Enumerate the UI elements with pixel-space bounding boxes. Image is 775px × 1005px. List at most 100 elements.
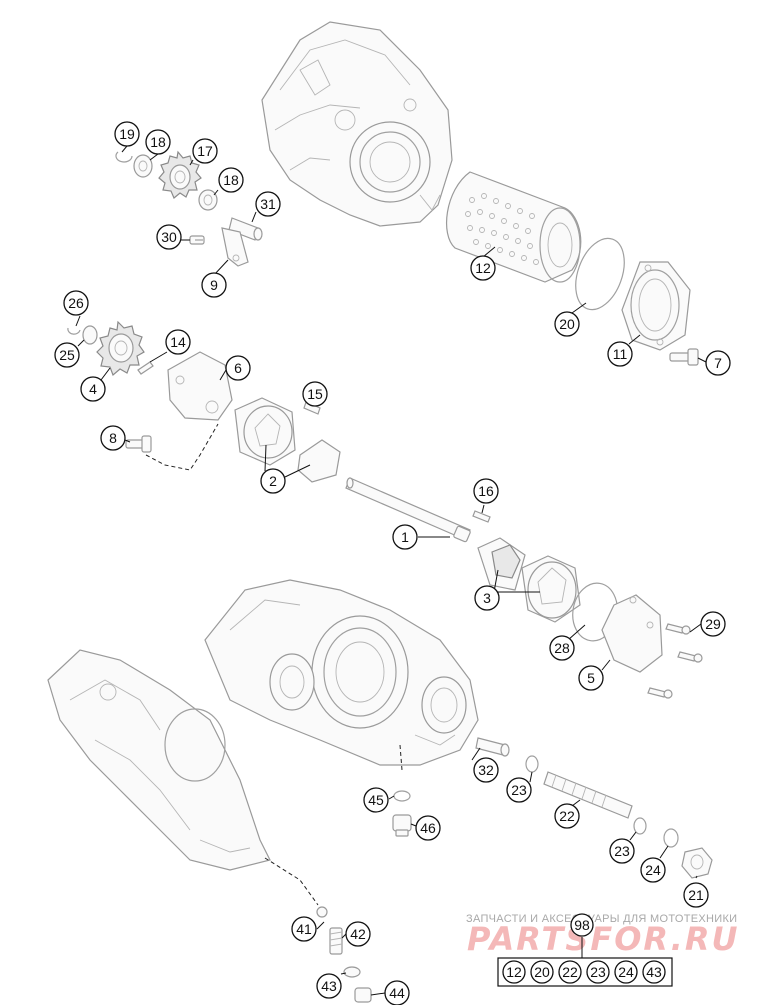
callout-7-label: 7 xyxy=(714,355,722,371)
callout-5-label: 5 xyxy=(587,670,595,686)
callout-3: 3 xyxy=(474,585,500,611)
callout-9-label: 9 xyxy=(210,277,218,293)
callout-31-label: 31 xyxy=(260,196,276,212)
callout-24-label: 24 xyxy=(645,862,661,878)
callout-25-label: 25 xyxy=(59,347,75,363)
callout-45-label: 45 xyxy=(368,792,384,808)
callout-11-label: 11 xyxy=(613,346,628,362)
callout-19-label: 19 xyxy=(119,126,135,142)
callout-21: 21 xyxy=(683,882,709,908)
kit-item-label: 20 xyxy=(534,964,550,980)
callout-22-label: 22 xyxy=(559,808,575,824)
callout-15-label: 15 xyxy=(307,386,323,402)
callout-23-second: 23 xyxy=(609,838,635,864)
callout-42-label: 42 xyxy=(350,926,366,942)
callout-21-label: 21 xyxy=(688,887,704,903)
callout-3-label: 3 xyxy=(483,590,491,606)
callout-14: 14 xyxy=(165,329,191,355)
callout-45: 45 xyxy=(363,787,389,813)
callout-17-label: 17 xyxy=(197,143,213,159)
callout-46-label: 46 xyxy=(420,820,436,836)
callout-18-second-label: 18 xyxy=(223,172,239,188)
filter-cover-11 xyxy=(621,261,691,351)
oil-filter-12 xyxy=(446,171,582,283)
bolt-7 xyxy=(669,348,699,366)
callout-12: 12 xyxy=(470,255,496,281)
callout-17: 17 xyxy=(192,138,218,164)
side-crankcase-drawing xyxy=(47,649,328,918)
callout-23: 23 xyxy=(506,777,532,803)
balancer-parts xyxy=(329,755,713,1003)
callout-28: 28 xyxy=(549,635,575,661)
callout-24: 24 xyxy=(640,857,666,883)
callout-9: 9 xyxy=(201,272,227,298)
callout-32-label: 32 xyxy=(478,762,494,778)
callout-1: 1 xyxy=(392,524,418,550)
upper-crankcase-drawing xyxy=(261,21,453,227)
callout-44-label: 44 xyxy=(389,985,405,1001)
callout-42: 42 xyxy=(345,921,371,947)
callout-18: 18 xyxy=(145,129,171,155)
kit-98: 98 12 20 22 23 24 43 xyxy=(497,913,673,987)
callout-23-label: 23 xyxy=(511,782,527,798)
callout-29-label: 29 xyxy=(705,616,721,632)
kit-item-label: 12 xyxy=(506,964,522,980)
callout-6-label: 6 xyxy=(234,360,242,376)
callout-2-label: 2 xyxy=(269,473,277,489)
callout-29: 29 xyxy=(700,611,726,637)
lower-crankcase-drawing xyxy=(204,579,510,771)
callout-32: 32 xyxy=(473,757,499,783)
kit-item-label: 43 xyxy=(646,964,662,980)
leader-lines xyxy=(75,145,707,996)
callout-14-label: 14 xyxy=(170,334,186,350)
callout-5: 5 xyxy=(578,665,604,691)
callout-19: 19 xyxy=(114,121,140,147)
callout-15: 15 xyxy=(302,381,328,407)
callout-26-label: 26 xyxy=(68,295,84,311)
callout-2: 2 xyxy=(260,468,286,494)
kit-item-label: 22 xyxy=(562,964,578,980)
watermark: ЗАПЧАСТИ И АКСЕССУАРЫ ДЛЯ МОТОТЕХНИКИ PA… xyxy=(466,913,739,958)
callout-4-label: 4 xyxy=(89,381,97,397)
callout-25: 25 xyxy=(54,342,80,368)
o-ring-20 xyxy=(575,237,625,311)
callout-8: 8 xyxy=(100,425,126,451)
callout-1-label: 1 xyxy=(401,529,409,545)
kit-number-label: 98 xyxy=(574,917,590,933)
callout-22: 22 xyxy=(554,803,580,829)
callout-46: 46 xyxy=(415,815,441,841)
callout-43-label: 43 xyxy=(321,978,337,994)
callout-7: 7 xyxy=(705,350,731,376)
kit-item-label: 23 xyxy=(590,964,606,980)
kit-item-22: 22 xyxy=(558,960,582,984)
watermark-caption: ЗАПЧАСТИ И АКСЕССУАРЫ ДЛЯ МОТОТЕХНИКИ xyxy=(466,913,737,925)
callout-16-label: 16 xyxy=(478,483,494,499)
callout-31: 31 xyxy=(255,191,281,217)
callout-28-label: 28 xyxy=(554,640,570,656)
callout-26: 26 xyxy=(63,290,89,316)
screws-29 xyxy=(647,623,703,699)
callout-23-second-label: 23 xyxy=(614,843,630,859)
pump-cover-5 xyxy=(601,594,663,673)
callout-18-second: 18 xyxy=(218,167,244,193)
watermark-logo: PARTSFOR.RU xyxy=(467,920,739,958)
callout-16: 16 xyxy=(473,478,499,504)
callout-30-label: 30 xyxy=(161,229,177,245)
pump-assembly-3 xyxy=(477,537,581,623)
callout-18-label: 18 xyxy=(150,134,166,150)
callout-44: 44 xyxy=(384,980,410,1005)
kit-item-24: 24 xyxy=(614,960,638,984)
kit-item-12: 12 xyxy=(502,960,526,984)
kit-item-23: 23 xyxy=(586,960,610,984)
callout-20-label: 20 xyxy=(559,316,575,332)
callout-41-label: 41 xyxy=(296,921,312,937)
pump-drive-parts xyxy=(115,150,263,267)
callout-6: 6 xyxy=(225,355,251,381)
callout-20: 20 xyxy=(554,311,580,337)
kit-item-label: 24 xyxy=(618,964,634,980)
callout-30: 30 xyxy=(156,224,182,250)
pump-shaft-1 xyxy=(345,477,491,543)
callout-43: 43 xyxy=(316,973,342,999)
kit-item-20: 20 xyxy=(530,960,554,984)
